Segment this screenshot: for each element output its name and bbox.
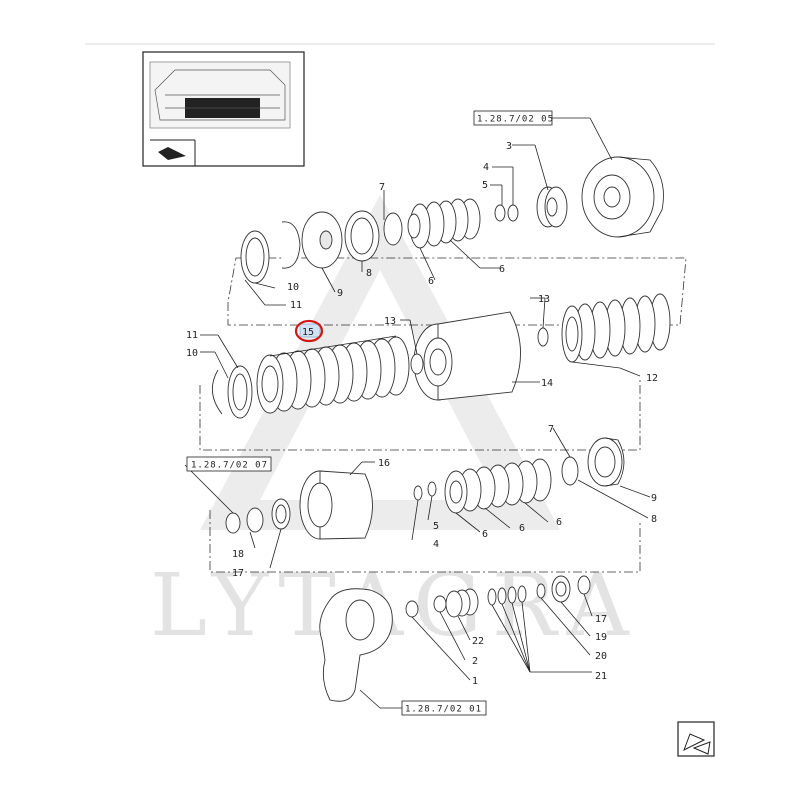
ring-20 <box>536 583 546 599</box>
callout: 13 <box>384 316 396 327</box>
callout: 5 <box>482 180 488 191</box>
callout: 22 <box>472 636 484 647</box>
callout: 7 <box>548 424 554 435</box>
callout: 11 <box>290 300 302 311</box>
assembly-locator-thumbnail[interactable] <box>142 51 305 167</box>
clutch-pack-12 <box>561 293 671 363</box>
shaft-housing <box>319 588 393 702</box>
spring-plate-10-top <box>240 230 270 284</box>
gear-3 <box>536 186 568 228</box>
ring-2 <box>433 595 447 613</box>
end-plate-10-mid <box>227 365 253 419</box>
callout: 3 <box>506 141 512 152</box>
callout: 11 <box>186 330 198 341</box>
ring-left <box>225 512 241 534</box>
callout-labels: 3 4 5 7 10 11 9 8 6 6 13 12 11 10 13 14 … <box>186 141 658 687</box>
callout: 9 <box>337 288 343 299</box>
assembly-locator-icon <box>149 61 291 166</box>
group-outline-middle <box>199 380 641 451</box>
callout: 16 <box>378 458 390 469</box>
clutch-drum-14 <box>413 311 521 401</box>
bushing-18 <box>246 507 264 533</box>
highlighted-item-15[interactable]: 15 <box>294 319 324 343</box>
watermark-text: LYTAGRA <box>150 556 639 656</box>
ring-7-top <box>383 212 403 246</box>
bearing-17-left <box>271 498 291 530</box>
snap-ring-11-top <box>281 221 301 269</box>
callout: 20 <box>595 651 607 662</box>
ring-4 <box>507 204 519 222</box>
piston-8 <box>344 210 380 262</box>
svg-text:1.28.7/02 07: 1.28.7/02 07 <box>191 461 268 471</box>
disc-pack-upper <box>407 198 481 249</box>
callout: 13 <box>538 294 550 305</box>
callout: 7 <box>379 182 385 193</box>
callout: 6 <box>482 529 488 540</box>
callout: 9 <box>651 493 657 504</box>
ring-1 <box>405 600 419 618</box>
ring-7-lower <box>561 456 579 486</box>
callout: 6 <box>428 276 434 287</box>
group-outline-upper <box>227 257 687 326</box>
ring-4-lower <box>413 485 423 501</box>
ring-13-right <box>537 327 549 347</box>
gear-16 <box>299 470 373 540</box>
group-outline-lower <box>209 510 641 573</box>
ring-5 <box>494 204 506 222</box>
callout: 8 <box>651 514 657 525</box>
svg-text:1.28.7/02 05: 1.28.7/02 05 <box>477 115 554 125</box>
callout: 2 <box>472 656 478 667</box>
reference-box-bottom[interactable]: 1.28.7/02 01 <box>401 700 487 716</box>
callout: 17 <box>595 614 607 625</box>
leader-lines <box>184 117 651 709</box>
callout: 21 <box>595 671 607 682</box>
drum-housing <box>581 156 664 238</box>
reference-box-middle[interactable]: 1.28.7/02 07 <box>186 456 272 472</box>
svg-text:1.28.7/02 01: 1.28.7/02 01 <box>405 705 482 715</box>
ring-5-lower <box>427 481 437 497</box>
disc-pack-lower <box>444 458 552 514</box>
callout: 4 <box>483 162 489 173</box>
callout: 4 <box>433 539 439 550</box>
snap-ring-11-mid <box>212 369 223 415</box>
callout: 17 <box>232 568 244 579</box>
callout: 5 <box>433 521 439 532</box>
callout: 6 <box>499 264 505 275</box>
bearing-17-right <box>577 575 591 595</box>
bearing-19 <box>551 575 571 603</box>
svg-text:15: 15 <box>302 327 314 338</box>
callout: 10 <box>287 282 299 293</box>
callout: 18 <box>232 549 244 560</box>
ring-13-mid <box>410 353 424 375</box>
callout: 14 <box>541 378 553 389</box>
callout: 19 <box>595 632 607 643</box>
callout: 6 <box>556 517 562 528</box>
callout: 1 <box>472 676 478 687</box>
callout: 8 <box>366 268 372 279</box>
callout: 12 <box>646 373 658 384</box>
reference-box-top[interactable]: 1.28.7/02 05 <box>473 110 554 126</box>
callout: 10 <box>186 348 198 359</box>
plate-9 <box>301 211 343 269</box>
page-forward-icon[interactable] <box>677 721 715 757</box>
piston-9-lower <box>587 437 625 487</box>
spring-22 <box>445 588 479 618</box>
clutch-pack-15 <box>256 336 410 414</box>
callout: 6 <box>519 523 525 534</box>
